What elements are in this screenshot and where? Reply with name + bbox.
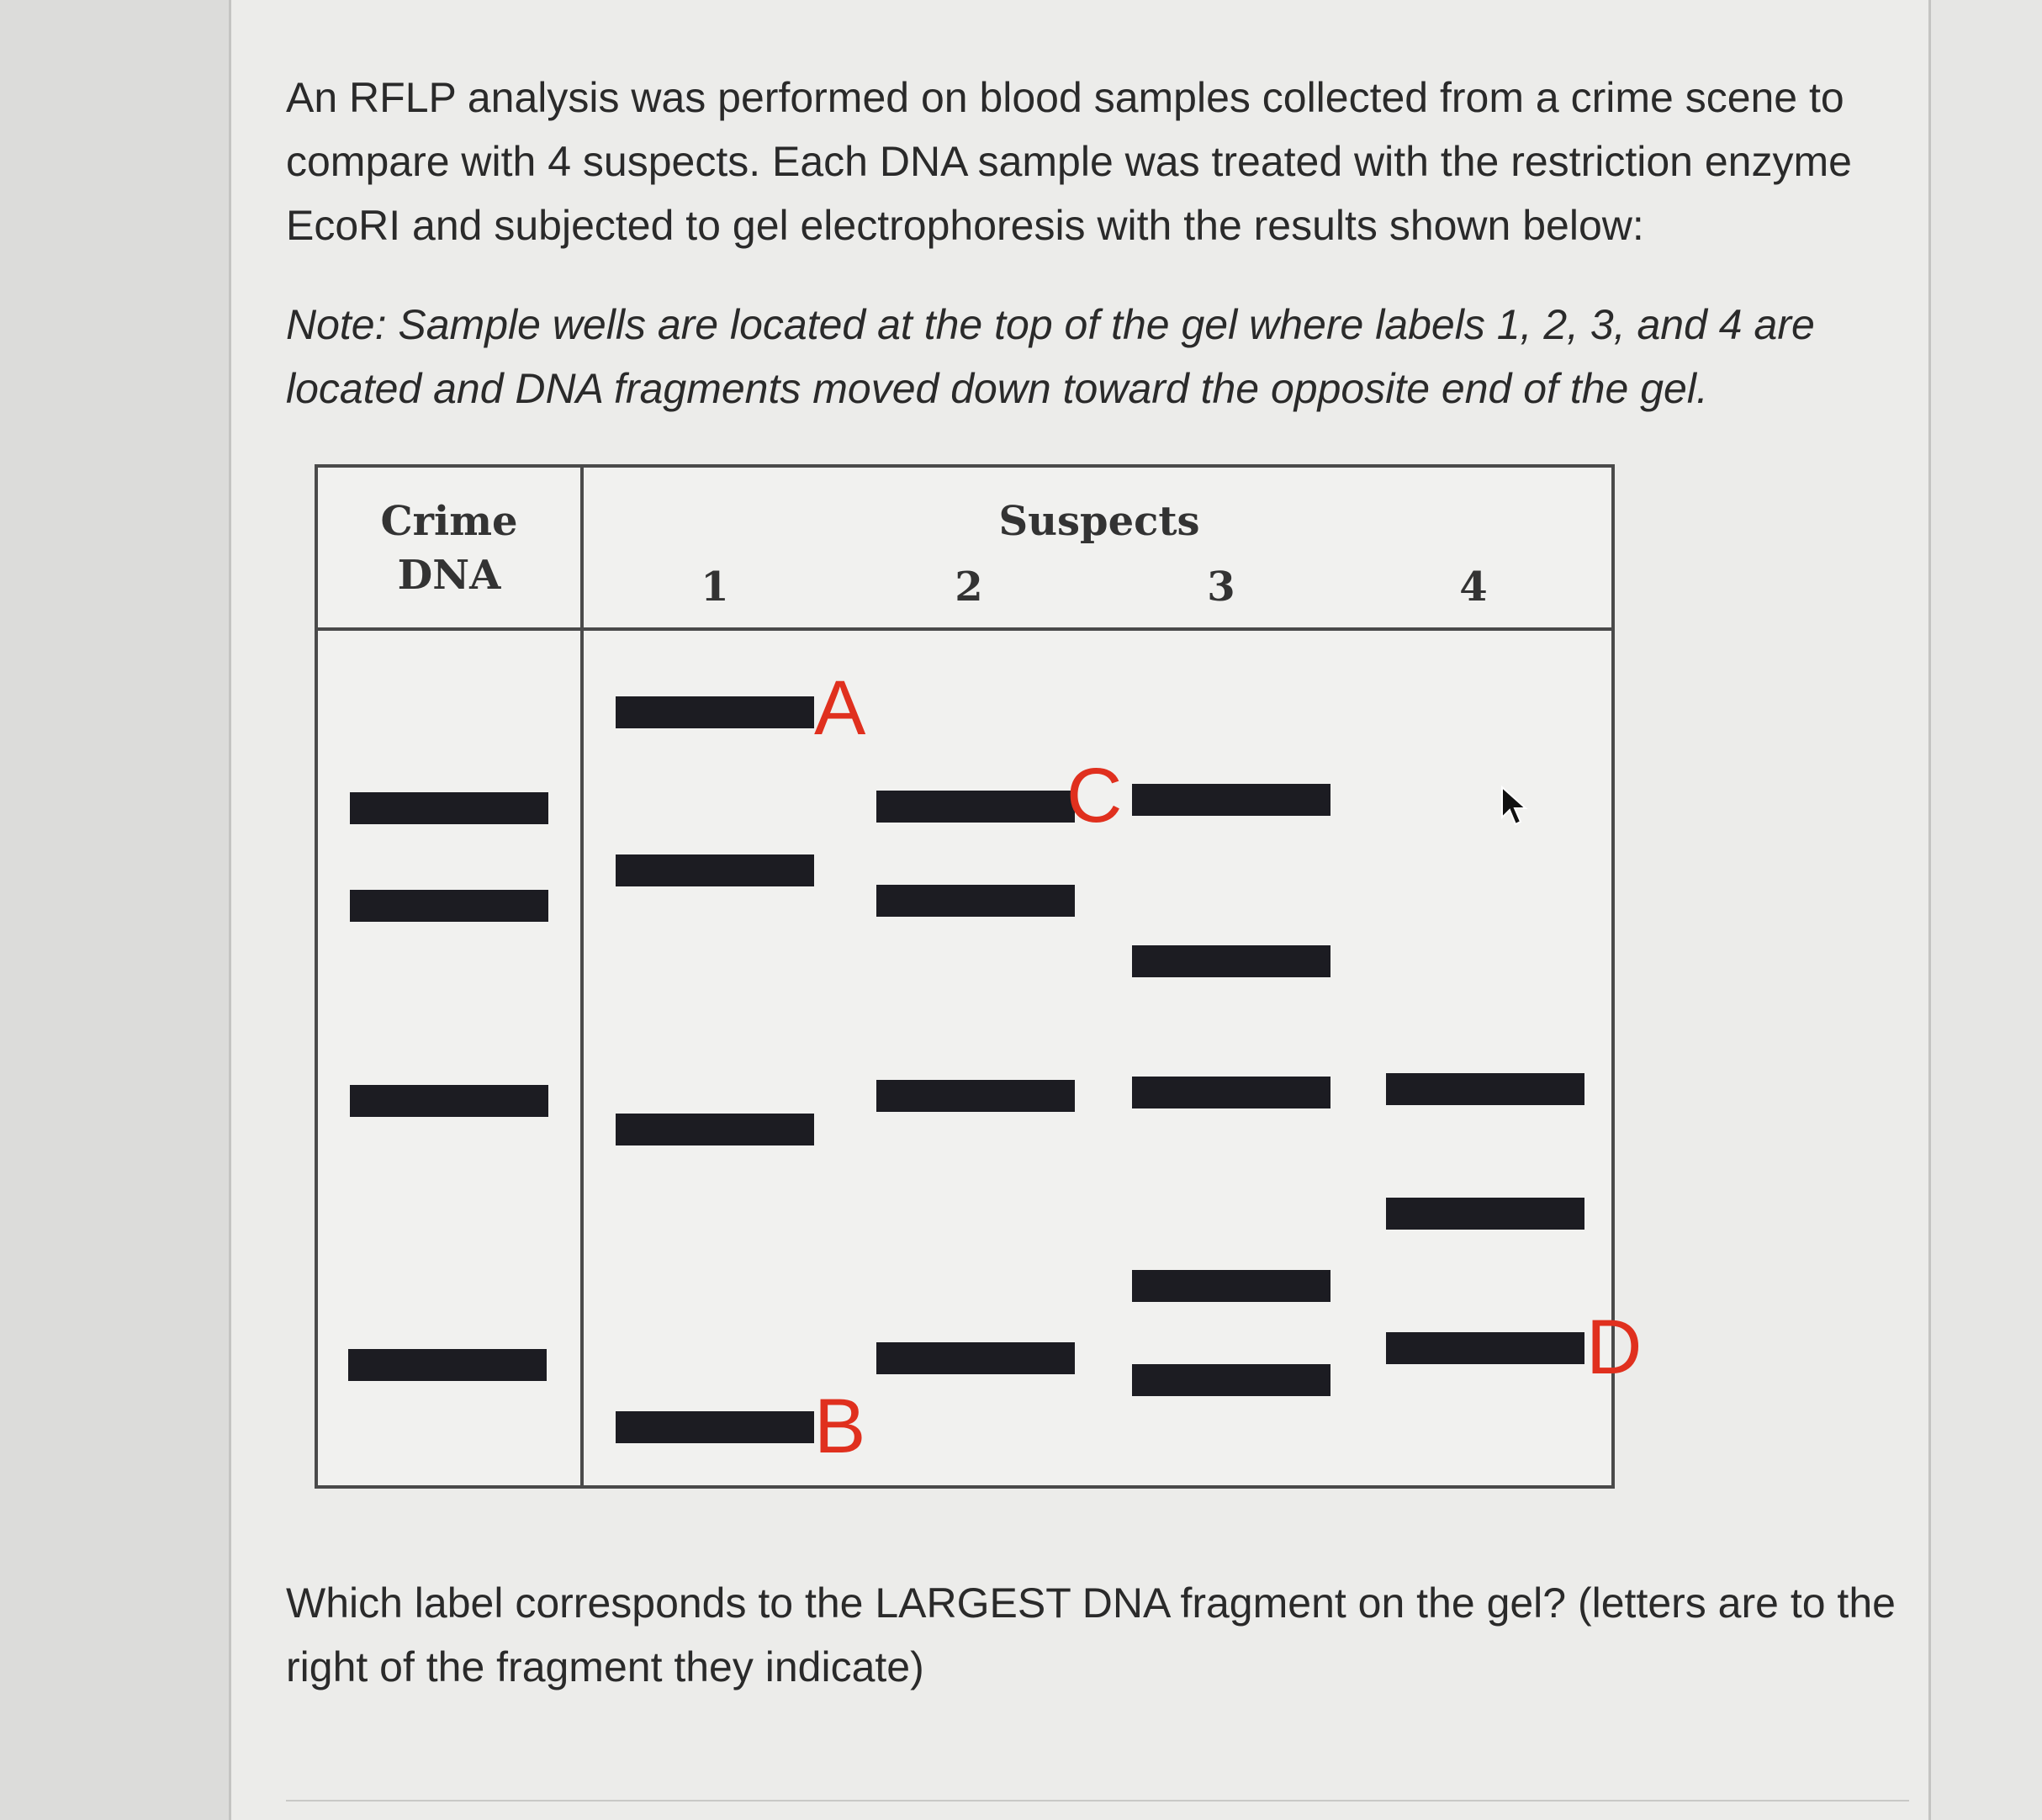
- mouse-cursor-icon: [1501, 785, 1528, 826]
- band-suspect2-1: [876, 791, 1075, 823]
- band-suspect1-4: [616, 1411, 814, 1443]
- band-crime-2: [350, 890, 548, 922]
- band-suspect4-2: [1386, 1198, 1584, 1230]
- band-suspect3-1: [1132, 784, 1330, 816]
- lane-label-2: 2: [955, 563, 983, 611]
- lane-label-4: 4: [1459, 563, 1488, 611]
- band-crime-4: [348, 1349, 547, 1381]
- band-suspect3-4: [1132, 1270, 1330, 1302]
- band-suspect1-1: [616, 696, 814, 728]
- band-suspect4-1: [1386, 1073, 1584, 1105]
- lane-divider: [580, 468, 584, 1485]
- band-suspect3-2: [1132, 945, 1330, 977]
- label-d: D: [1586, 1304, 1643, 1390]
- crime-dna-header: Crime DNA: [380, 498, 518, 599]
- label-a: A: [814, 665, 866, 751]
- divider: [286, 1800, 1909, 1801]
- label-c: C: [1066, 753, 1123, 839]
- background-strip: [1931, 0, 2042, 1820]
- question-prompt: Which label corresponds to the LARGEST D…: [286, 1579, 1896, 1690]
- band-suspect1-3: [616, 1114, 814, 1145]
- band-suspect3-3: [1132, 1077, 1330, 1108]
- band-suspect2-4: [876, 1342, 1075, 1374]
- label-b: B: [814, 1384, 866, 1469]
- band-suspect1-2: [616, 854, 814, 886]
- band-suspect3-5: [1132, 1364, 1330, 1396]
- question-note: Note: Sample wells are located at the to…: [286, 301, 1815, 412]
- band-suspect2-3: [876, 1080, 1075, 1112]
- band-suspect2-2: [876, 885, 1075, 917]
- question-intro: An RFLP analysis was performed on blood …: [286, 74, 1852, 249]
- band-crime-1: [350, 792, 548, 824]
- lane-label-3: 3: [1207, 563, 1235, 611]
- header-divider: [318, 627, 1611, 631]
- band-suspect4-3: [1386, 1332, 1584, 1364]
- band-crime-3: [350, 1085, 548, 1117]
- suspects-header: Suspects: [998, 498, 1200, 545]
- gel-diagram: Crime DNA Suspects 1 2 3 4 A C B D: [315, 464, 1642, 1489]
- lane-label-1: 1: [701, 563, 729, 611]
